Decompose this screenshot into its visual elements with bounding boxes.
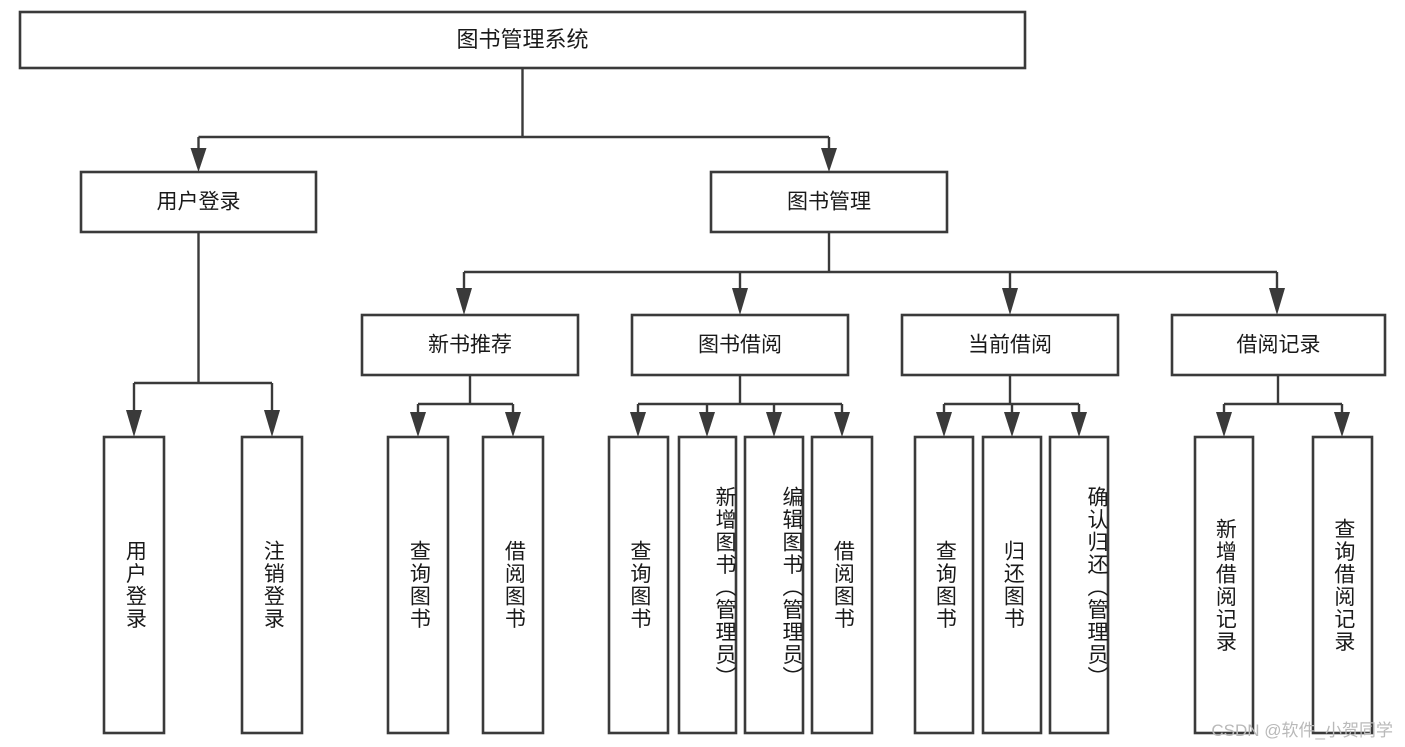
- arrow-root-to-book-mgmt: [821, 148, 837, 172]
- arrow-user-login-leaf-2: [264, 410, 280, 437]
- node-borrow-records-label: 借阅记录: [1237, 334, 1321, 357]
- node-new-book-recommend-box[interactable]: [360, 313, 580, 377]
- node-book-management[interactable]: 图书管理: [709, 170, 949, 234]
- node-current-borrow-label: 当前借阅: [968, 334, 1052, 357]
- leaf-box-query-borrow-record[interactable]: [1311, 435, 1374, 735]
- node-book-management-box[interactable]: [709, 170, 949, 234]
- arrow-new-books-leaf-1: [410, 412, 426, 437]
- arrow-user-login-leaf-1: [126, 410, 142, 437]
- node-current-borrow-box[interactable]: [900, 313, 1120, 377]
- leaf-box-confirm-return-admin[interactable]: [1048, 435, 1110, 735]
- arrow-book-mgmt-current: [1002, 288, 1018, 315]
- node-book-borrow-box[interactable]: [630, 313, 850, 377]
- arrow-current-leaf-1: [936, 412, 952, 437]
- node-borrow-records[interactable]: 借阅记录: [1170, 313, 1387, 377]
- node-book-borrow[interactable]: 图书借阅: [630, 313, 850, 377]
- arrow-book-mgmt-borrow: [732, 288, 748, 315]
- node-user-login-label: 用户登录: [157, 191, 241, 214]
- leaf-box-logout[interactable]: [240, 435, 304, 735]
- node-new-book-recommend[interactable]: 新书推荐: [360, 313, 580, 377]
- leaf-box-add-borrow-record[interactable]: [1193, 435, 1255, 735]
- leaf-box-borrow-book[interactable]: [810, 435, 874, 735]
- arrow-borrow-leaf-1: [630, 412, 646, 437]
- leaf-box-query-book-current[interactable]: [913, 435, 975, 735]
- leaf-box-borrow-book-recommend[interactable]: [481, 435, 545, 735]
- node-book-borrow-label: 图书借阅: [698, 334, 782, 357]
- node-root[interactable]: 图书管理系统: [18, 10, 1027, 70]
- leaf-box-layer: [102, 435, 1374, 735]
- node-root-label: 图书管理系统: [456, 27, 588, 52]
- leaf-box-query-book-borrow[interactable]: [607, 435, 670, 735]
- arrow-current-leaf-2: [1004, 412, 1020, 437]
- node-new-book-recommend-label: 新书推荐: [428, 334, 512, 357]
- csdn-watermark: CSDN @软件_小贺同学: [1211, 721, 1393, 740]
- arrow-current-leaf-3: [1071, 412, 1087, 437]
- node-user-login-box[interactable]: [79, 170, 318, 234]
- node-borrow-records-box[interactable]: [1170, 313, 1387, 377]
- arrow-records-leaf-1: [1216, 412, 1232, 437]
- leaf-box-add-book-admin[interactable]: [677, 435, 738, 735]
- connector-layer: [126, 68, 1350, 437]
- leaf-box-edit-book-admin[interactable]: [743, 435, 805, 735]
- arrow-records-leaf-2: [1334, 412, 1350, 437]
- arrow-borrow-leaf-4: [834, 412, 850, 437]
- leaf-box-query-book-recommend[interactable]: [386, 435, 450, 735]
- node-user-login[interactable]: 用户登录: [79, 170, 318, 234]
- node-root-box[interactable]: [18, 10, 1027, 70]
- arrow-book-mgmt-new-books: [456, 288, 472, 315]
- arrow-borrow-leaf-2: [699, 412, 715, 437]
- leaf-box-return-book[interactable]: [981, 435, 1043, 735]
- arrow-root-to-user-login: [190, 148, 207, 172]
- node-book-management-label: 图书管理: [787, 191, 871, 214]
- leaf-box-user-login[interactable]: [102, 435, 166, 735]
- arrow-new-books-leaf-2: [505, 412, 521, 437]
- node-current-borrow[interactable]: 当前借阅: [900, 313, 1120, 377]
- arrow-borrow-leaf-3: [766, 412, 782, 437]
- arrow-book-mgmt-records: [1269, 288, 1285, 315]
